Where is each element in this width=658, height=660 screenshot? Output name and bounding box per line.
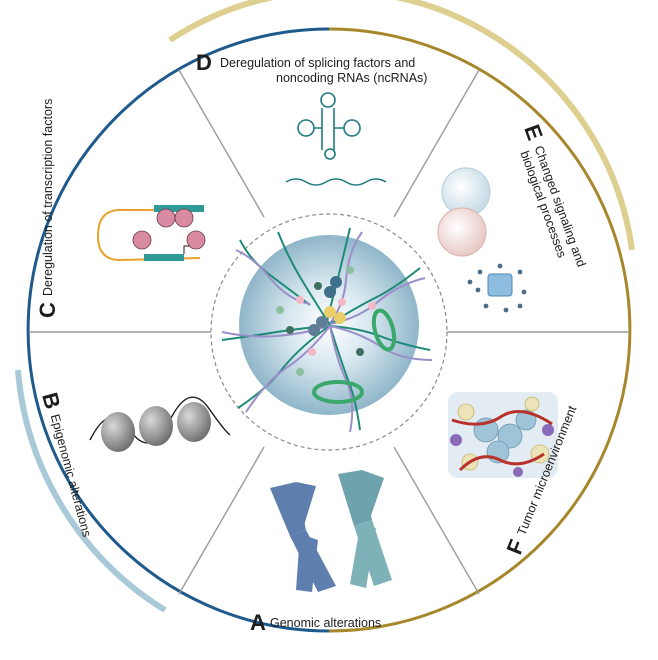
- section-text-a-1: Genomic alterations: [270, 616, 381, 630]
- nucleosome-icon: [89, 396, 231, 452]
- section-label-a: A Genomic alterations: [250, 610, 381, 635]
- tumor-microenvironment-icon: [448, 392, 558, 478]
- section-dividers: [30, 69, 628, 595]
- divider-top-left: [178, 69, 265, 218]
- section-text-d-2: noncoding RNAs (ncRNAs): [276, 71, 427, 85]
- chromosome-icon: [270, 470, 392, 592]
- section-letter-a: A: [250, 610, 266, 635]
- divider-bottom-left: [178, 446, 265, 595]
- nucleus-particles-icon: [276, 266, 376, 376]
- section-letter-c: C: [35, 302, 60, 318]
- transcription-factor-icon: [96, 205, 206, 262]
- ring-arc-blue: [26, 27, 330, 633]
- section-label-c: C Deregulation of transcription factors: [35, 99, 60, 318]
- outer-rings: [15, 0, 635, 633]
- divider-bottom-right: [393, 446, 480, 595]
- section-letter-b: B: [37, 390, 65, 412]
- ring-arc-light-olive: [168, 0, 635, 251]
- rna-hairpin-icon: [285, 92, 387, 186]
- section-letter-f: F: [501, 536, 529, 558]
- section-label-d: D Deregulation of splicing factors andnon…: [196, 50, 427, 85]
- ring-arc-olive: [328, 27, 632, 633]
- cell-signaling-icon: [437, 167, 527, 313]
- section-letter-d: D: [196, 50, 212, 75]
- divider-top-right: [393, 69, 480, 218]
- section-letter-e: E: [519, 121, 548, 143]
- protein-rings-icon: [312, 308, 397, 404]
- section-text-c-1: Deregulation of transcription factors: [41, 99, 55, 296]
- section-text-d-1: Deregulation of splicing factors and: [220, 56, 415, 70]
- ring-arc-light-blue: [15, 369, 167, 613]
